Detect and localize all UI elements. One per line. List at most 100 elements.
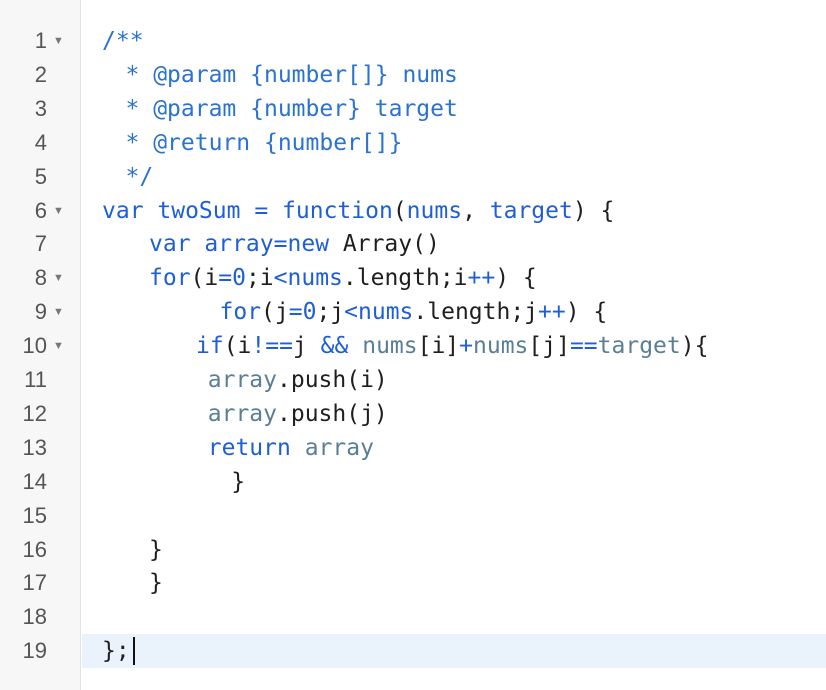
gutter-row-9: 9▼	[0, 295, 81, 329]
gutter-row-2: 2	[0, 58, 81, 92]
line-number: 4	[34, 129, 47, 155]
gutter-row-11: 11	[0, 363, 81, 397]
code-line-8[interactable]: for(i=0;i<nums.length;i++) {	[149, 261, 537, 295]
gutter-row-7: 7	[0, 227, 81, 261]
code-line-16[interactable]: }	[149, 533, 163, 567]
fold-toggle-icon[interactable]: ▼	[53, 204, 64, 217]
code-token: }	[149, 570, 163, 597]
code-token: function	[282, 197, 393, 224]
code-line-14[interactable]: }	[231, 465, 245, 499]
code-token: [i]	[417, 333, 460, 360]
code-token: (i	[190, 265, 219, 292]
code-token: }	[231, 468, 246, 495]
gutter-row-6: 6▼	[0, 194, 81, 228]
code-token: if	[196, 333, 224, 360]
code-token: .length;j	[413, 299, 539, 326]
code-token: +	[459, 333, 474, 360]
gutter-row-14: 14	[0, 465, 81, 499]
gutter-row-1: 1▼	[0, 24, 81, 58]
active-line-highlight	[82, 634, 826, 668]
gutter-row-10: 10 ▼	[0, 329, 81, 363]
code-token: twoSum	[157, 197, 241, 224]
code-token: ;j	[316, 299, 345, 326]
code-token: ++	[467, 265, 496, 292]
line-number: 1	[34, 28, 47, 53]
code-token: j	[292, 333, 321, 360]
code-line-2[interactable]: * @param {number[]} nums	[126, 58, 458, 92]
line-number: 19	[22, 638, 47, 664]
code-line-19[interactable]: };	[102, 634, 130, 668]
line-number: 15	[22, 502, 47, 528]
code-line-17[interactable]: }	[149, 566, 163, 600]
gutter-row-15: 15	[0, 499, 81, 533]
line-number: 10	[22, 333, 47, 359]
code-token: ;i	[245, 265, 274, 292]
gutter-row-3: 3	[0, 92, 81, 126]
code-line-10[interactable]: if(i!==j && nums[i]+nums[j]==target){	[196, 329, 708, 363]
code-token: }	[149, 536, 163, 563]
code-token: new	[287, 231, 343, 258]
code-token: ) {	[565, 299, 608, 326]
code-token: for	[149, 265, 191, 292]
gutter-row-8: 8▼	[0, 261, 81, 295]
code-token: ,	[462, 197, 490, 224]
code-token: for	[219, 299, 262, 326]
code-token: !==	[251, 333, 293, 360]
line-number: 18	[22, 604, 47, 630]
code-line-13[interactable]: return array	[208, 431, 374, 465]
fold-toggle-icon[interactable]: ▼	[53, 272, 64, 285]
fold-toggle-icon[interactable]: ▼	[53, 340, 64, 353]
code-token: .push(j)	[277, 400, 388, 427]
gutter-row-16: 16	[0, 533, 81, 567]
code-token: &&	[320, 333, 349, 360]
code-token: =0	[218, 265, 246, 292]
fold-toggle-icon[interactable]: ▼	[53, 35, 64, 47]
code-token: <nums	[273, 265, 343, 292]
code-token: (i	[223, 333, 252, 360]
code-line-12[interactable]: array.push(j)	[208, 397, 388, 431]
code-token: /**	[102, 28, 144, 54]
line-number: 7	[34, 231, 47, 257]
line-number: 14	[22, 468, 47, 494]
code-token: =0	[288, 299, 317, 326]
code-line-11[interactable]: array.push(i)	[208, 363, 388, 397]
code-token: target	[489, 197, 573, 224]
code-line-4[interactable]: * @return {number[]}	[126, 126, 403, 160]
line-number: 9	[34, 299, 47, 325]
code-token: .push(i)	[277, 367, 388, 393]
code-token: ) {	[495, 265, 537, 292]
code-token: Array()	[342, 231, 440, 258]
code-token: ){	[680, 333, 709, 360]
code-token: nums	[362, 333, 418, 360]
line-number: 11	[24, 367, 47, 392]
gutter-row-12: 12	[0, 397, 81, 431]
code-token: (	[392, 197, 407, 224]
code-token: .length;i	[342, 265, 468, 292]
code-line-5[interactable]: */	[126, 160, 154, 194]
code-token: * @param {number} target	[125, 95, 458, 122]
code-token: var	[102, 197, 158, 224]
code-line-1[interactable]: /**	[102, 24, 144, 58]
code-token: array	[204, 231, 274, 258]
code-token: <nums	[344, 299, 414, 326]
line-number: 6	[34, 197, 47, 223]
line-number: 16	[22, 536, 47, 562]
code-token: (j	[261, 299, 289, 326]
gutter-row-19: 19	[0, 634, 81, 668]
code-token: var	[149, 231, 205, 258]
code-token: ) {	[572, 197, 615, 224]
line-number: 13	[22, 434, 47, 460]
code-line-3[interactable]: * @param {number} target	[126, 92, 458, 126]
code-token: ++	[538, 299, 566, 326]
code-line-9[interactable]: for(j=0;j<nums.length;j++) {	[220, 295, 608, 329]
code-token: nums	[473, 333, 529, 360]
code-token: nums	[406, 197, 463, 224]
line-number: 12	[22, 400, 47, 426]
fold-toggle-icon[interactable]: ▼	[53, 306, 64, 319]
code-line-6[interactable]: var twoSum = function(nums, target) {	[102, 194, 614, 228]
line-number: 3	[34, 95, 47, 121]
code-token: array	[207, 367, 277, 393]
code-token: =	[273, 231, 288, 258]
code-line-7[interactable]: var array=new Array()	[149, 227, 440, 261]
